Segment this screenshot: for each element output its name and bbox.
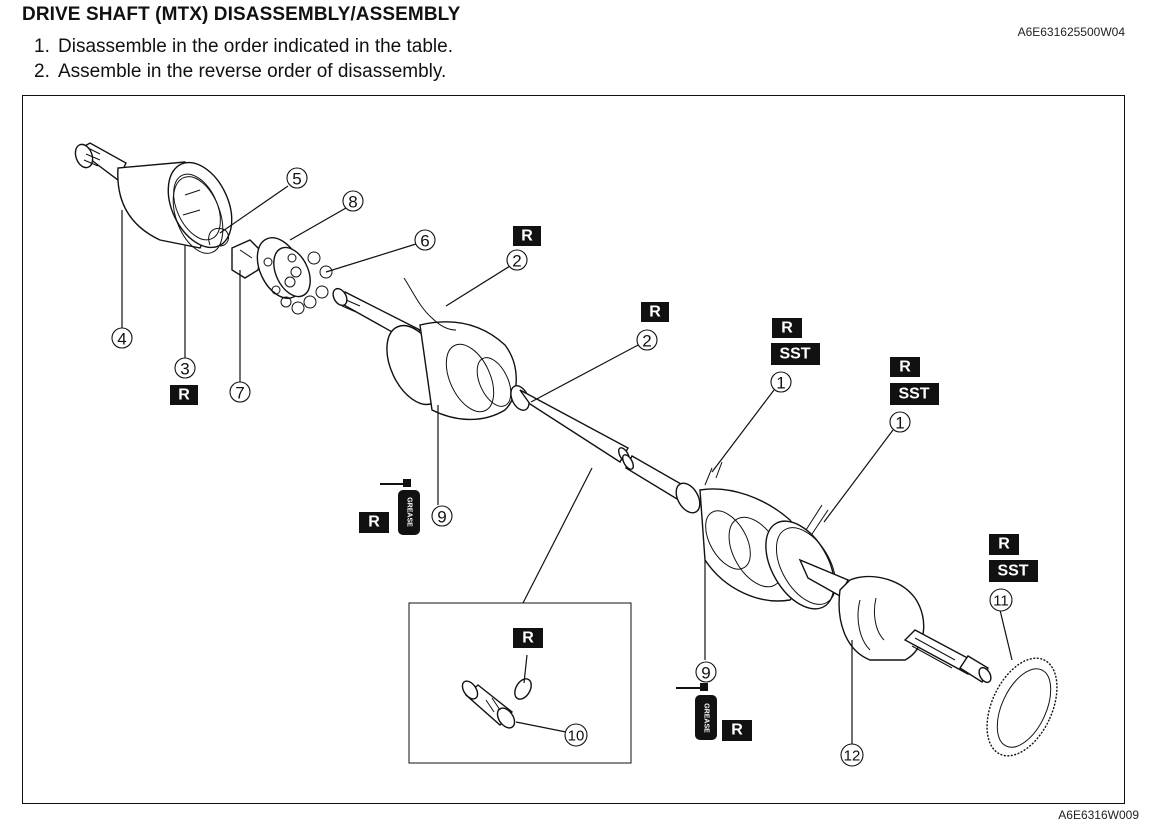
svg-text:SST: SST — [779, 346, 810, 363]
svg-text:R: R — [178, 387, 190, 404]
svg-text:2: 2 — [642, 332, 651, 351]
step-number: 1. — [34, 36, 50, 57]
inner-boot-part — [386, 321, 530, 421]
callout-c1a: 1 — [770, 371, 792, 393]
inset-box — [408, 602, 632, 764]
svg-text:1: 1 — [895, 414, 904, 433]
grease-label: GREASE — [703, 703, 710, 733]
grease-can-icon: GREASE — [380, 479, 420, 535]
outer-ring-part — [74, 142, 233, 249]
instruction-step: 1. Disassemble in the order indicated in … — [34, 36, 453, 58]
replace-badge: R — [359, 512, 389, 533]
svg-text:R: R — [522, 630, 534, 647]
shaft-segment — [519, 389, 629, 463]
svg-text:R: R — [899, 359, 911, 376]
callout-c9a: 9 — [431, 505, 453, 527]
replace-badge: R — [890, 357, 920, 377]
figure-id: A6E6316W009 — [1058, 808, 1139, 822]
outer-joint-part — [838, 575, 992, 684]
callout-c2b: 2 — [636, 329, 658, 351]
outer-boot-part — [675, 482, 837, 610]
svg-text:9: 9 — [437, 508, 446, 527]
callout-c6: 6 — [414, 229, 436, 251]
callout-c8: 8 — [342, 190, 364, 212]
callout-c4: 4 — [111, 327, 133, 349]
callout-c2a: 2 — [506, 249, 528, 271]
replace-badge: R — [989, 534, 1019, 555]
sst-badge: SST — [890, 383, 939, 405]
inset-leader-line — [522, 467, 593, 604]
callout-c7: 7 — [229, 381, 251, 403]
svg-text:1: 1 — [776, 374, 785, 393]
svg-text:R: R — [781, 320, 793, 337]
grease-label: GREASE — [406, 497, 413, 527]
svg-text:8: 8 — [348, 193, 357, 212]
boot-band-part — [403, 277, 457, 331]
svg-text:R: R — [649, 304, 661, 321]
boot-band-part — [704, 461, 723, 486]
svg-text:6: 6 — [420, 232, 429, 251]
svg-text:R: R — [521, 228, 533, 245]
replace-badge: R — [513, 226, 541, 246]
sst-badge: SST — [989, 560, 1038, 582]
replace-badge: R — [772, 318, 802, 338]
svg-text:10: 10 — [568, 728, 585, 745]
svg-text:SST: SST — [898, 386, 929, 403]
step-number: 2. — [34, 61, 50, 82]
replace-badge: R — [722, 720, 752, 741]
callout-c12: 12 — [840, 743, 864, 767]
figure-frame — [22, 95, 1125, 804]
callout-c1b: 1 — [889, 411, 911, 433]
balls-part — [280, 251, 333, 315]
dynamic-damper-part — [461, 678, 532, 729]
callout-c5: 5 — [286, 167, 308, 189]
sst-badge: SST — [771, 343, 820, 365]
svg-text:12: 12 — [844, 748, 861, 765]
callout-c9b: 9 — [695, 661, 717, 683]
callout-c11: 11 — [989, 588, 1013, 612]
boot-band-part — [805, 504, 829, 535]
cage-part — [256, 237, 311, 299]
step-text: Assemble in the reverse order of disasse… — [58, 61, 447, 82]
instruction-step: 2. Assemble in the reverse order of disas… — [34, 61, 446, 83]
callout-c10: 10 — [564, 723, 588, 747]
svg-text:R: R — [731, 722, 743, 739]
replace-badge: R — [513, 628, 543, 648]
replace-badge: R — [170, 385, 198, 405]
inner-ring-part — [231, 239, 263, 279]
wire-ring-part — [172, 176, 224, 254]
replace-badge: R — [641, 302, 669, 322]
svg-text:5: 5 — [292, 170, 301, 189]
svg-text:R: R — [368, 514, 380, 531]
leader-lines — [121, 185, 1013, 745]
step-text: Disassemble in the order indicated in th… — [58, 36, 454, 57]
page-title: DRIVE SHAFT (MTX) DISASSEMBLY/ASSEMBLY — [22, 4, 461, 25]
svg-text:SST: SST — [997, 563, 1028, 580]
grease-can-icon: GREASE — [676, 683, 717, 740]
svg-text:R: R — [998, 536, 1010, 553]
document-id: A6E631625500W04 — [1017, 25, 1125, 39]
svg-text:9: 9 — [701, 664, 710, 683]
svg-text:4: 4 — [117, 330, 126, 349]
svg-text:3: 3 — [180, 360, 189, 379]
svg-text:7: 7 — [235, 384, 244, 403]
svg-text:11: 11 — [993, 593, 1009, 610]
svg-text:2: 2 — [512, 252, 521, 271]
abs-rotor-part — [986, 657, 1058, 757]
callout-c3: 3 — [174, 357, 196, 379]
